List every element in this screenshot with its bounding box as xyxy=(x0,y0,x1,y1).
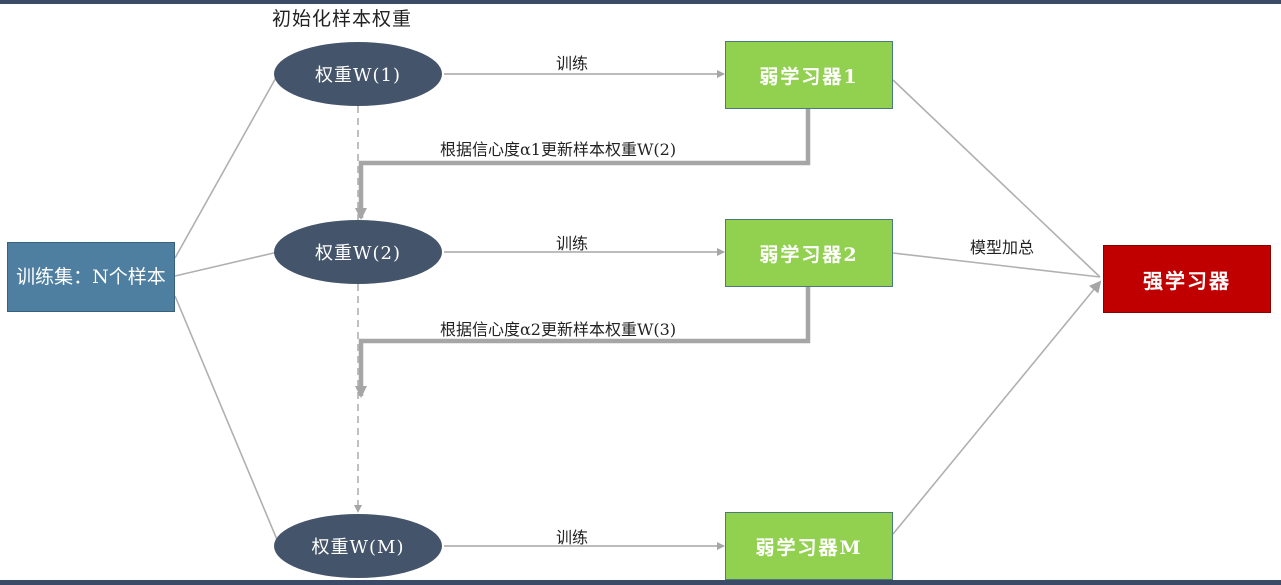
update-arrow-2 xyxy=(355,286,811,398)
train-label-2: 训练 xyxy=(556,234,589,253)
weak-learner-1: 弱学习器1 xyxy=(725,41,893,109)
aggregate-edge-m xyxy=(892,280,1102,535)
edge-dataset-wm xyxy=(174,295,279,543)
weight-node-2: 权重W(2) xyxy=(274,220,442,284)
update-label-1: 根据信心度α1更新样本权重W(2) xyxy=(440,140,677,159)
training-set-box: 训练集：N个样本 xyxy=(7,242,175,312)
update-label-2: 根据信心度α2更新样本权重W(3) xyxy=(440,320,677,339)
strong-learner-box: 强学习器 xyxy=(1103,245,1271,313)
weak-learner-2: 弱学习器2 xyxy=(725,219,893,287)
top-frame-bar xyxy=(0,0,1281,4)
train-label-m: 训练 xyxy=(556,528,589,547)
weak-learner-m: 弱学习器M xyxy=(725,512,893,580)
aggregate-label: 模型加总 xyxy=(970,238,1035,257)
train-label-1: 训练 xyxy=(556,54,589,73)
weight-node-m: 权重W(M) xyxy=(274,514,442,578)
diagram-title: 初始化样本权重 xyxy=(272,8,413,30)
edge-dataset-w2 xyxy=(174,251,279,277)
update-arrow-1 xyxy=(355,108,811,220)
bottom-frame-bar xyxy=(0,580,1281,585)
edge-dataset-w1 xyxy=(174,73,279,259)
aggregate-edge-1 xyxy=(892,79,1101,278)
aggregate-edge-2 xyxy=(892,252,1101,278)
weight-node-1: 权重W(1) xyxy=(274,42,442,106)
